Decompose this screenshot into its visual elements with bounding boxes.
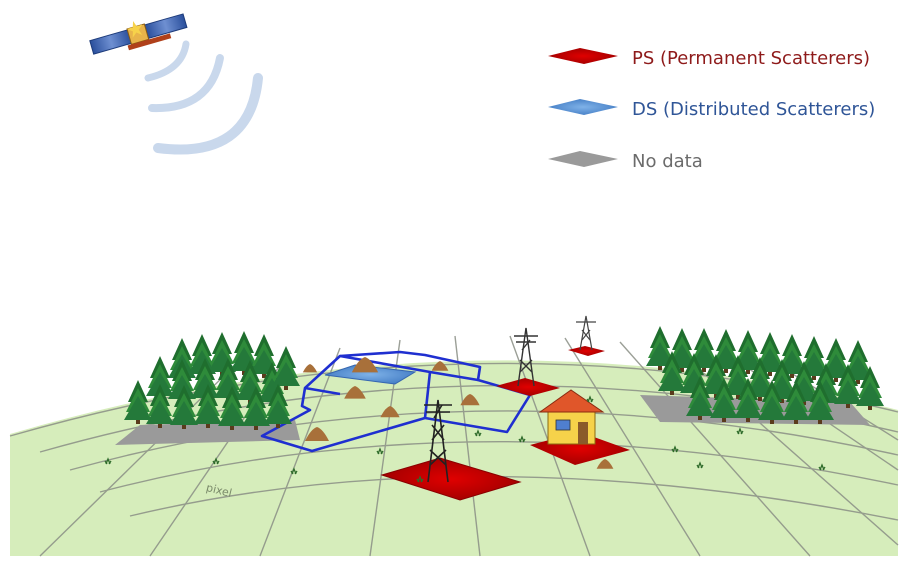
ps-patch-front-tower <box>380 457 522 501</box>
tower-mid <box>514 327 538 387</box>
tower-front <box>424 399 452 483</box>
legend-item-ds: DS (Distributed Scatterers) <box>632 95 875 123</box>
legend-label-ps: PS (Permanent Scatterers) <box>632 47 871 69</box>
legend-label-ds: DS (Distributed Scatterers) <box>632 98 876 120</box>
legend-swatch-ds <box>548 99 618 115</box>
ds-pixel-cell <box>324 364 417 385</box>
legend-swatch-ps <box>548 48 618 64</box>
legend-item-no-data: No data <box>632 147 703 175</box>
satellite-icon <box>89 13 188 55</box>
ps-patch-mid-tower <box>496 378 560 396</box>
radar-signal-waves <box>144 40 263 155</box>
ps-patch-far-tower <box>568 346 605 356</box>
forest-left <box>124 331 300 430</box>
tower-far <box>576 315 596 351</box>
legend-label-no-data: No data <box>632 150 703 172</box>
house <box>538 389 605 445</box>
legend-swatch-no-data <box>548 151 618 167</box>
legend-item-ps: PS (Permanent Scatterers) <box>632 44 870 72</box>
